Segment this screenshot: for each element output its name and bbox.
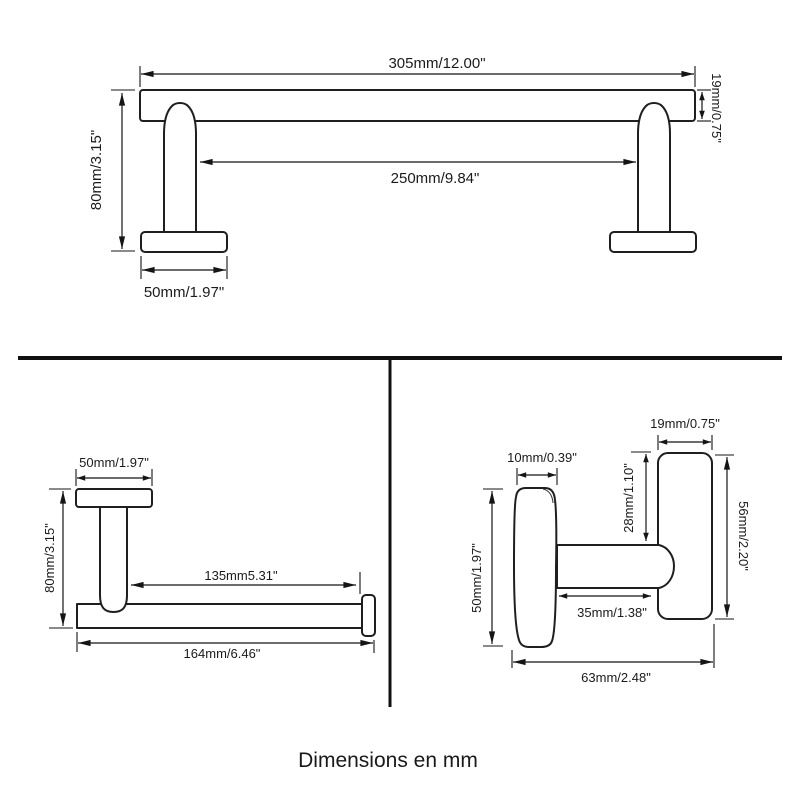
dim-towel-total-length: 305mm/12.00" — [139, 55, 696, 87]
caption: Dimensions en mm — [298, 749, 478, 772]
hook-post-height-label: 56mm/2.20" — [736, 501, 751, 571]
dim-hook-post-diameter: 19mm/0.75" — [650, 416, 720, 450]
dim-holder-base-width: 50mm/1.97" — [75, 455, 153, 486]
holder-total-length-label: 164mm/6.46" — [184, 646, 261, 661]
towel-height-label: 80mm/3.15" — [88, 130, 105, 210]
hook-total-depth-label: 63mm/2.48" — [581, 670, 651, 685]
towel-bar-left-post — [163, 102, 197, 233]
paper-holder-post — [99, 506, 128, 613]
paper-holder-end-cap — [361, 594, 376, 637]
towel-total-length-label: 305mm/12.00" — [388, 55, 485, 72]
dim-hook-top-offset: 28mm/1.10" — [621, 451, 651, 541]
dim-holder-height: 80mm/3.15" — [42, 488, 73, 629]
hook-wall-plate — [513, 487, 558, 648]
vertical-divider — [388, 358, 392, 707]
holder-base-width-label: 50mm/1.97" — [79, 455, 149, 470]
dim-towel-center-distance: 250mm/9.84" — [199, 158, 637, 187]
dim-towel-height: 80mm/3.15" — [88, 89, 135, 252]
dim-holder-total-length: 164mm/6.46" — [76, 632, 375, 661]
hook-top-offset-label: 28mm/1.10" — [621, 463, 636, 533]
towel-bar-right-post — [637, 102, 671, 233]
dim-towel-base-width: 50mm/1.97" — [140, 256, 228, 301]
towel-bar-left-base — [140, 231, 228, 253]
hook-post-diameter-label: 19mm/0.75" — [650, 416, 720, 431]
towel-base-width-label: 50mm/1.97" — [144, 284, 224, 301]
dim-hook-post-height: 56mm/2.20" — [715, 454, 751, 620]
dim-hook-stem-length: 35mm/1.38" — [559, 593, 651, 620]
dim-hook-total-depth: 63mm/2.48" — [511, 624, 715, 685]
towel-bar-diameter-label: 19mm/0.75" — [709, 73, 724, 143]
hook-plate-edge-contour — [542, 488, 554, 504]
hook-base-height-label: 50mm/1.97" — [469, 543, 484, 613]
dim-hook-base-height: 50mm/1.97" — [469, 488, 503, 647]
paper-holder-diagram: 50mm/1.97" 80mm/3.15" 135mm5.31" 164mm/6… — [42, 455, 376, 661]
paper-holder-wall-plate — [75, 488, 153, 508]
holder-height-label: 80mm/3.15" — [42, 523, 57, 593]
towel-bar-rail — [139, 89, 696, 122]
dim-hook-base-thickness: 10mm/0.39" — [507, 450, 577, 485]
towel-center-distance-label: 250mm/9.84" — [391, 170, 480, 187]
horizontal-divider — [18, 356, 782, 360]
dim-towel-bar-diameter: 19mm/0.75" — [697, 73, 724, 143]
hook-base-thickness-label: 10mm/0.39" — [507, 450, 577, 465]
dim-holder-roll-length: 135mm5.31" — [130, 568, 361, 594]
hook-stem-length-label: 35mm/1.38" — [577, 605, 647, 620]
robe-hook-diagram: 19mm/0.75" 10mm/0.39" 28mm/1.10" 56mm/2.… — [469, 416, 751, 685]
hook-stem — [556, 544, 675, 589]
holder-roll-length-label: 135mm5.31" — [204, 568, 278, 583]
towel-bar-right-base — [609, 231, 697, 253]
hook-post — [657, 452, 713, 620]
towel-bar-diagram: 305mm/12.00" 19mm/0.75" 250mm/9.84" 80mm… — [88, 55, 724, 301]
